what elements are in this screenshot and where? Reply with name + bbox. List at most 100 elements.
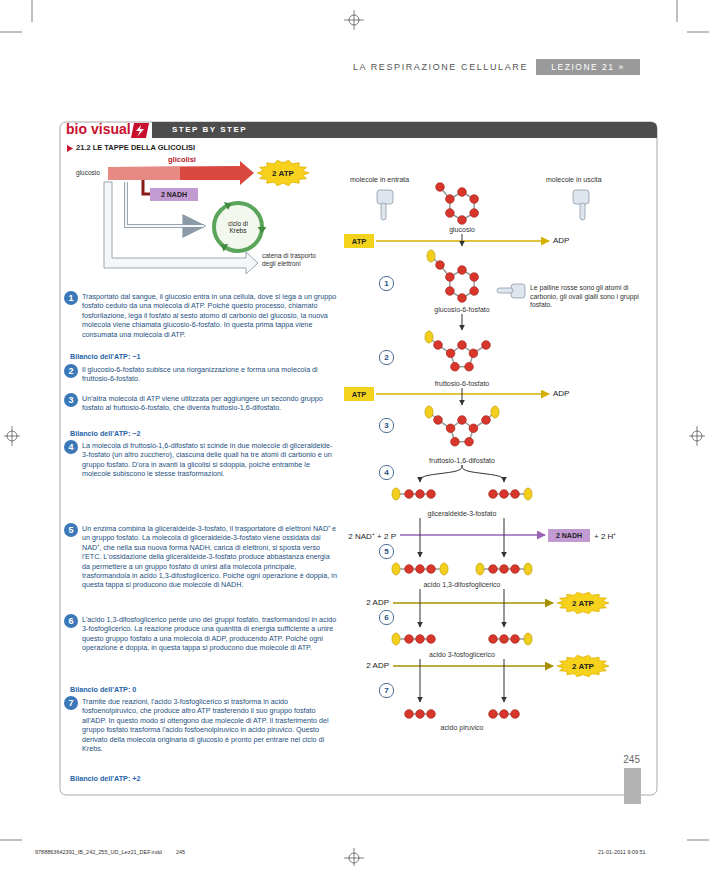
label-text: Un enzima combina la gliceraldeide-3-fos…: [82, 524, 338, 590]
card-frame: [60, 122, 657, 795]
node-text: fruttosio-1,6-difosfato: [429, 457, 495, 464]
atp-balance: Bilancio dell'ATP: −2: [70, 429, 338, 438]
label-text: 5: [68, 523, 73, 537]
step-number: 4: [64, 440, 78, 454]
label-text: 7: [68, 696, 73, 710]
arrow-stroke: [504, 518, 505, 557]
section-title: 21.2 LE TAPPE DELLA GLICOLISI: [76, 143, 195, 152]
arrow-stroke: [462, 465, 504, 482]
node-text: acido 3-fosfoglicerico: [429, 651, 495, 658]
krebs-cycle: ciclo di Krebs: [210, 199, 266, 255]
arrow-stroke: [462, 234, 463, 246]
molecule-pictures: [392, 183, 532, 719]
label-text: 1: [68, 291, 73, 305]
callout-text: 3: [384, 421, 388, 430]
arrow-stroke: [420, 589, 421, 627]
label-text: catena di trasporto degli elettroni: [262, 252, 324, 268]
label-text: 3: [68, 393, 73, 407]
node-text: 2 NADH: [556, 532, 582, 539]
step-text: L'acido 1,3-difosfoglicerico perde uno d…: [82, 615, 338, 653]
reagent-label: 2 NAD⁺ + 2 P: [296, 530, 396, 541]
step-text: Un enzima combina la gliceraldeide-3-fos…: [82, 524, 338, 590]
label-text: Un'altra molecola di ATP viene utilizzat…: [82, 394, 338, 413]
callout-text: 4: [384, 468, 388, 477]
node-text: fruttosio-6-fosfato: [435, 380, 489, 387]
arrow-stroke: [462, 388, 463, 405]
molecule: gliceraldeide-3-fosfato: [384, 482, 540, 518]
reaction-arrow: [462, 314, 463, 330]
adp-line: [393, 665, 553, 667]
label-text: 245: [176, 849, 185, 855]
step-text: Trasportato dal sangue, il glucosio entr…: [82, 292, 338, 339]
molecule: fruttosio-6-fosfato: [414, 330, 510, 388]
reagent-label: ADP: [553, 389, 569, 398]
reagent-label: 2 ADP: [292, 598, 389, 607]
label-text: visual: [91, 121, 131, 137]
nadh-box: 2 NADH: [150, 188, 198, 201]
label-text: LEZIONE 21 »: [536, 59, 640, 75]
molecule: acido 3-fosfoglicerico: [384, 627, 540, 659]
node-text: glucosio: [449, 226, 475, 233]
callout-text: 7: [384, 686, 388, 695]
arrow-stroke: [462, 314, 463, 330]
label-text: Trasportato dal sangue, il glucosio entr…: [82, 292, 338, 339]
step-number: 1: [64, 291, 78, 305]
nadh-box: 2 NADH: [548, 529, 590, 542]
arrow-stroke: [504, 589, 505, 627]
step-text: Il glucosio-6-fosfato subisce una riorga…: [82, 365, 338, 384]
label-text: STEP BY STEP: [172, 125, 247, 134]
step-text: La molecola di fruttosio-1,6-difosfato s…: [82, 441, 338, 479]
molecule: glucosio: [414, 178, 510, 234]
print-slug: 21-01-2011 9:09:51: [598, 849, 646, 855]
callout-text: 5: [384, 547, 388, 556]
atp-box: ATP: [344, 234, 374, 248]
node-text: glucosio-6-fosfato: [434, 306, 489, 313]
atp-balance: Bilancio dell'ATP: +2: [70, 774, 338, 783]
arrow-stroke: [420, 659, 421, 702]
print-slug: 245: [176, 849, 185, 855]
node-text: acido piruvico: [441, 724, 484, 731]
reagent-label: 2 ADP: [292, 661, 389, 670]
print-slug: 9788863642391_IB_242_255_UD_Lez21_DEF.in…: [35, 849, 162, 855]
section-bar: [152, 122, 657, 138]
label-text: ADP: [553, 236, 569, 245]
molecule: fruttosio-1,6-difosfato: [414, 405, 510, 465]
step-text: Tramite due reazioni, l'acido 3-fosfogli…: [82, 697, 338, 753]
lesson-tab: LEZIONE 21 »: [536, 59, 640, 75]
node-text: gliceraldeide-3-fosfato: [428, 510, 497, 517]
callout-number: 6: [379, 610, 394, 625]
step-number: 6: [64, 614, 78, 628]
label-text: glicolisi: [168, 155, 196, 164]
node-text: ATP: [352, 390, 366, 399]
label-text: 2 NAD⁺ + 2 P: [296, 530, 396, 541]
adp-line: [393, 602, 553, 604]
label-text: 2: [68, 364, 73, 378]
arrow-stroke: [504, 659, 505, 702]
atp-box: ATP: [344, 387, 374, 401]
label-text: glucosio: [76, 169, 100, 177]
running-header: LA RESPIRAZIONE CELLULARE: [340, 62, 528, 72]
reaction-arrow: [462, 388, 463, 405]
reaction-arrow: [420, 589, 504, 627]
process-label: glicolisi: [168, 155, 196, 164]
label-text: Bilancio dell'ATP: +2: [70, 774, 338, 783]
column-heading: molecole in entrata: [350, 176, 409, 183]
heading-marker: [67, 145, 73, 152]
step-text: Un'altra molecola di ATP viene utilizzat…: [82, 394, 338, 413]
callout-number: 1: [379, 276, 394, 291]
node-text: ATP: [352, 237, 366, 246]
arrow-stroke: [420, 518, 421, 557]
node-text: 2 ATP: [272, 169, 294, 178]
reaction-arrow: [420, 659, 504, 702]
label-text: Le palline rosse sono gli atomi di carbo…: [530, 284, 642, 310]
logo-icon: [131, 123, 149, 138]
step-number: 7: [64, 696, 78, 710]
label-text: L'acido 1,3-difosfoglicerico perde uno d…: [82, 615, 338, 653]
callout-text: 2: [384, 353, 388, 362]
step-number: 3: [64, 393, 78, 407]
label-text: LA RESPIRAZIONE CELLULARE: [340, 62, 528, 72]
label-text: La molecola di fruttosio-1,6-difosfato s…: [82, 441, 338, 479]
label-text: 4: [68, 440, 73, 454]
label-text: Bilancio dell'ATP: 0: [70, 685, 338, 694]
pointing-hands: [377, 190, 589, 298]
